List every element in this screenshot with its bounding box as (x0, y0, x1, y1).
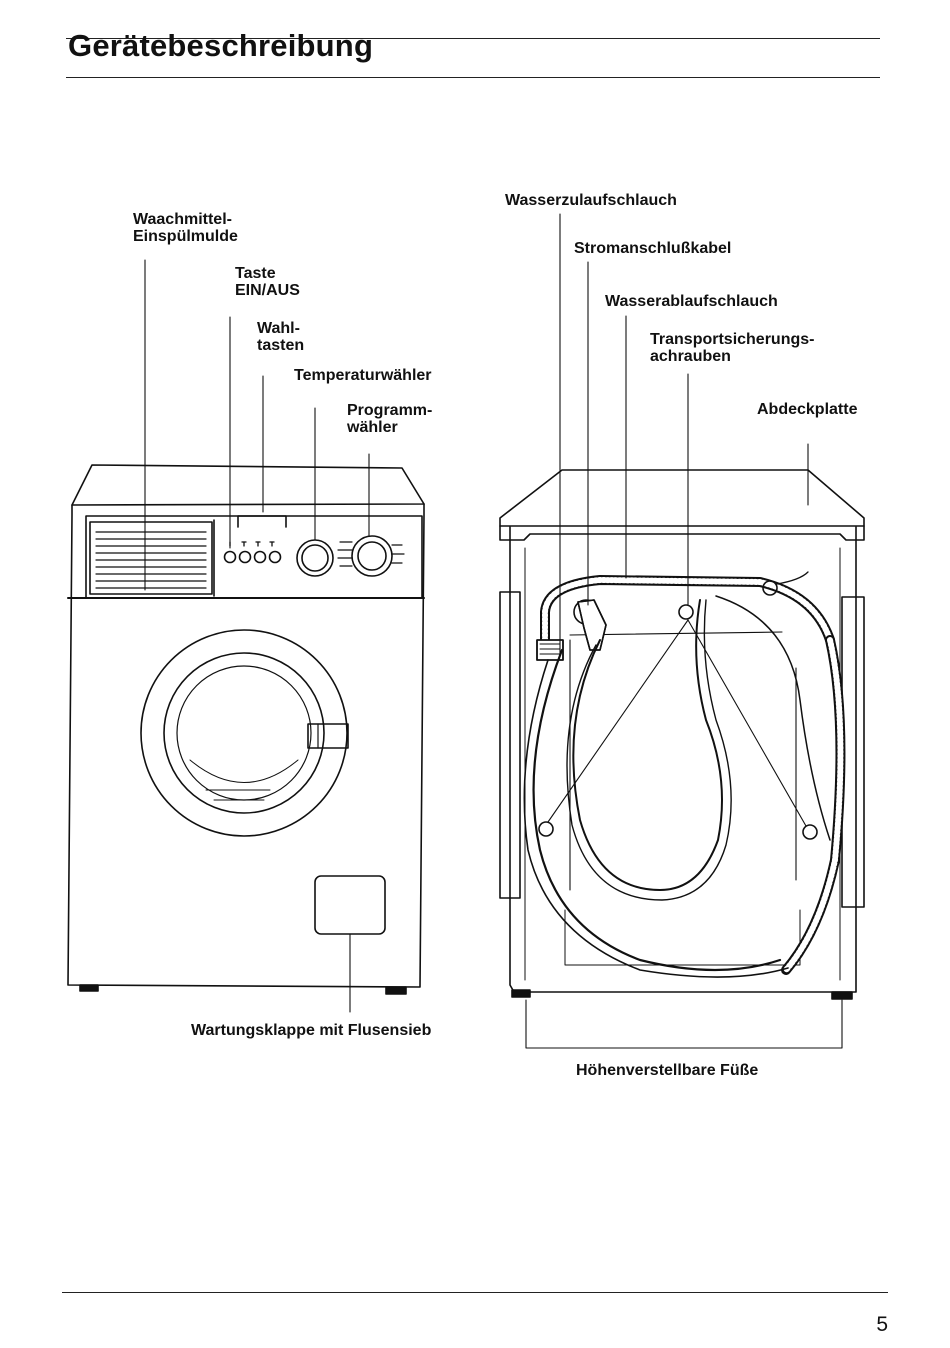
front-leader-lines (145, 260, 369, 1012)
washing-machine-rear-view (500, 214, 864, 1048)
label-cover-plate: Abdeckplatte (757, 401, 858, 418)
transport-bolt-holes (539, 605, 817, 839)
label-program-selector: Programm- wähler (347, 402, 433, 436)
label-detergent-drawer: Waachmittel- Einspülmulde (133, 211, 238, 245)
label-adjustable-feet: Höhenverstellbare Füße (576, 1062, 759, 1079)
door-porthole (141, 630, 348, 836)
page-title: Gerätebeschreibung (68, 28, 374, 63)
title-bottom-rule (66, 77, 880, 78)
service-flap (315, 876, 385, 934)
label-transport-bolts: Transportsicherungs- achrauben (650, 331, 815, 365)
program-dial (338, 536, 404, 576)
label-option-buttons: Wahl- tasten (257, 320, 305, 354)
temperature-dial (297, 540, 333, 576)
option-buttons (225, 552, 281, 563)
label-drain-hose: Wasserablaufschlauch (605, 293, 778, 310)
label-power-cable: Stromanschlußkabel (574, 240, 732, 257)
footer-rule (62, 1292, 888, 1293)
label-temperature-selector: Temperaturwähler (294, 367, 432, 384)
label-power-button: Taste EIN/AUS (235, 265, 300, 299)
label-inlet-hose: Wasserzulaufschlauch (505, 192, 677, 209)
washing-machine-front-view (68, 260, 424, 1012)
title-top-rule (66, 38, 880, 39)
indicator-lights (230, 542, 274, 546)
rear-leader-lines (526, 214, 842, 1048)
label-service-flap: Wartungsklappe mit Flusensieb (191, 1022, 432, 1039)
detergent-drawer (90, 522, 212, 594)
page-number: 5 (876, 1313, 888, 1336)
